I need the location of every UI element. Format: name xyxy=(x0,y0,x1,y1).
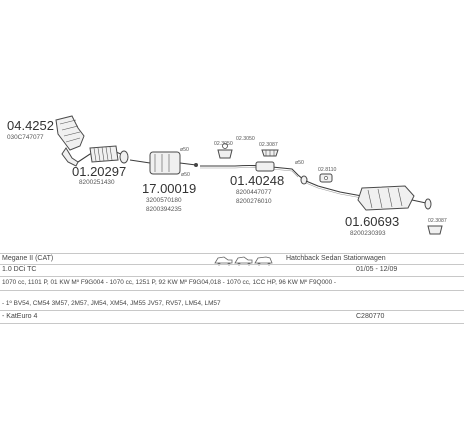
callout-b: 02.3087 xyxy=(259,142,278,148)
table-rule xyxy=(0,290,464,291)
rear-silencer-oe: 8200230393 xyxy=(350,230,386,237)
body-type: Hatchback Sedan Stationwagen xyxy=(286,255,386,262)
years: 01/05 - 12/09 xyxy=(356,266,398,273)
callout-f: 02.8110 xyxy=(318,167,336,173)
middle-silencer-oe-2: 8200394235 xyxy=(146,206,182,213)
clamp-a-icon[interactable] xyxy=(217,143,233,159)
rear-silencer-part[interactable] xyxy=(305,180,432,211)
table-rule xyxy=(0,253,464,254)
mid-pipe-oe-2: 8200276010 xyxy=(236,198,272,205)
front-pipe-part[interactable] xyxy=(77,145,129,164)
callout-e: ø50 xyxy=(180,147,189,153)
table-rule xyxy=(0,264,464,265)
middle-silencer-oe-1: 3200570180 xyxy=(146,197,182,204)
table-rule xyxy=(0,323,464,324)
middle-silencer-part[interactable] xyxy=(129,151,198,175)
reference: C280770 xyxy=(356,313,385,320)
engine: 1.0 DCi TC xyxy=(2,266,37,273)
catalyst-part[interactable] xyxy=(55,115,85,167)
front-pipe-number: 01.20297 xyxy=(72,164,126,179)
callout-g: 02.3087 xyxy=(428,218,447,224)
callout-c: ø50 xyxy=(181,172,190,178)
table-rule xyxy=(0,276,464,277)
middle-silencer-number: 17.00019 xyxy=(142,181,196,196)
callout-d: ø50 xyxy=(295,160,304,166)
emission: - KatEuro 4 xyxy=(2,313,38,320)
vehicle-model: Megane II (CAT) xyxy=(2,255,54,262)
mid-pipe-number: 01.40248 xyxy=(230,173,284,188)
callout-h: 02.3050 xyxy=(236,136,255,142)
mid-pipe-oe-1: 8200447077 xyxy=(236,189,272,196)
clamp-tail-icon[interactable] xyxy=(427,225,443,235)
gearbox-codes: - 1º BV54, CM54 3M57, 2M57, JM54, XM54, … xyxy=(2,300,221,307)
callout-a: 02.3050 xyxy=(214,141,233,147)
engine-specs: 1070 cc, 1101 P, 01 KW Mº F9G004 - 1070 … xyxy=(2,279,337,286)
hanger-rubber-icon[interactable] xyxy=(319,173,333,183)
mid-pipe-part[interactable] xyxy=(200,161,308,185)
catalyst-oe: 030C747077 xyxy=(7,134,44,141)
rear-silencer-number: 01.60693 xyxy=(345,214,399,229)
catalyst-number: 04.4252 xyxy=(7,118,54,133)
table-rule xyxy=(0,310,464,311)
clamp-b-icon[interactable] xyxy=(261,149,279,157)
front-pipe-oe: 8200251430 xyxy=(79,179,115,186)
